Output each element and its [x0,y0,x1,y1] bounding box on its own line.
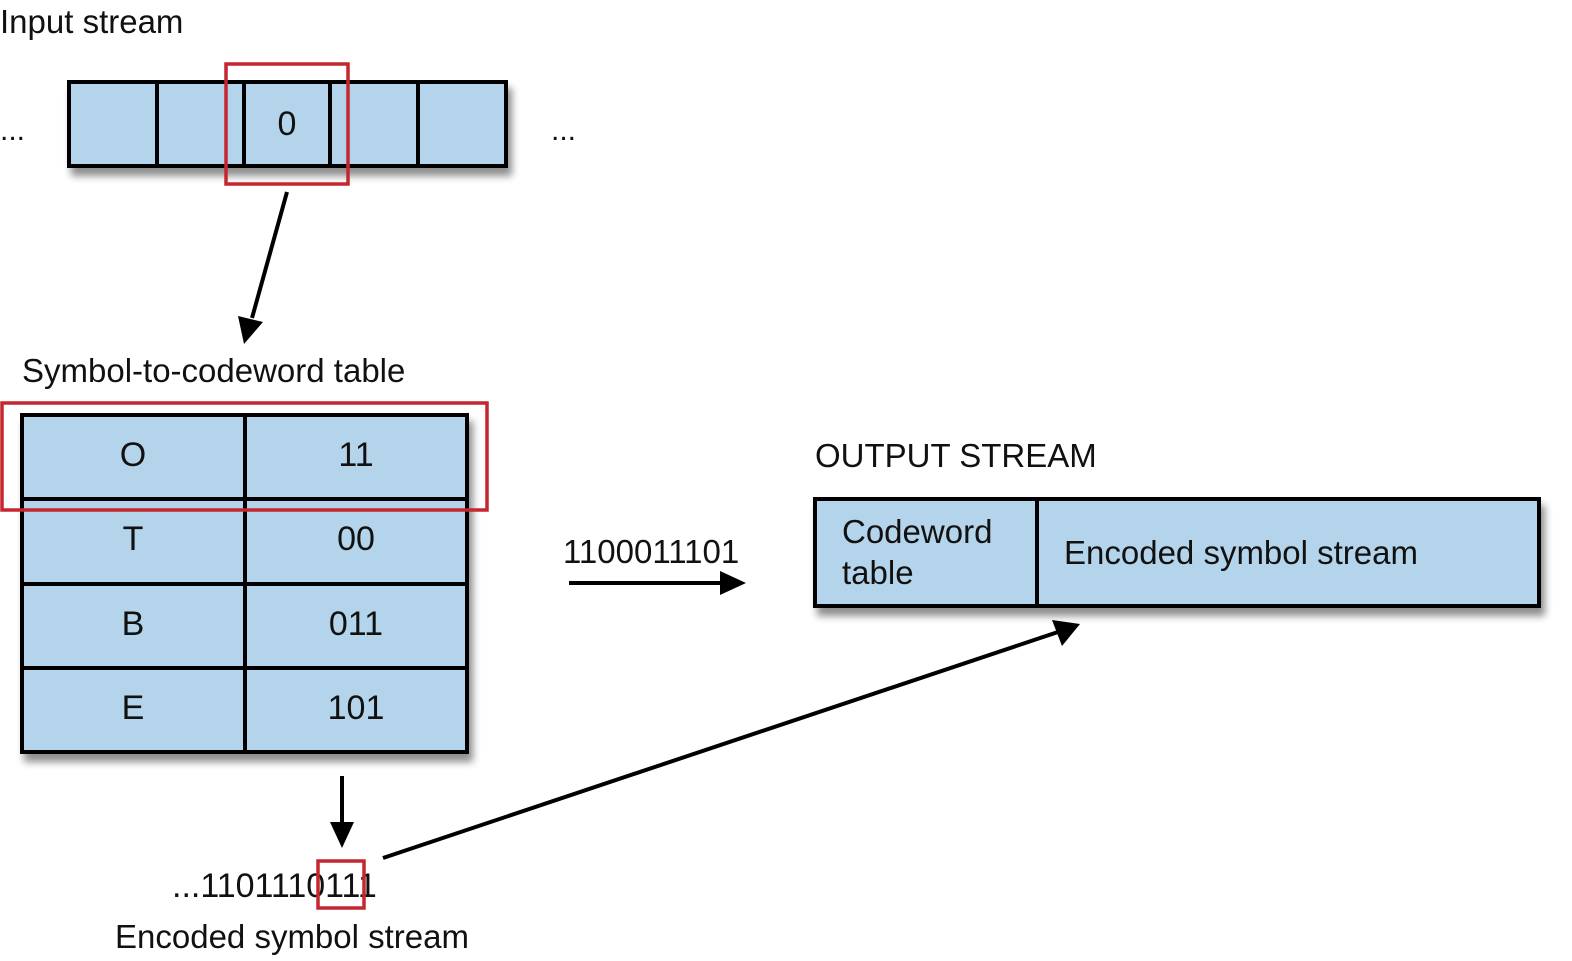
table-codeword: 11 [338,436,373,474]
input-cell [242,80,332,168]
codeword-bits: 1100011101 [563,533,739,570]
output-encoded-symbol-stream: Encoded symbol stream [1064,534,1418,571]
table-row: O 11 [120,436,374,474]
input-stream-cells [67,80,508,168]
table-symbol: E [122,689,145,727]
symbol-table-section: Symbol-to-codeword table O 11 T 00 B 011… [0,352,489,754]
input-stream-title: Input stream [0,3,183,40]
output-stream-section: OUTPUT STREAM Codeword table Encoded sym… [813,437,1541,608]
table-codeword: 101 [328,689,385,727]
table-symbol: T [123,520,144,558]
table-symbol: O [120,436,146,474]
input-cell [416,80,508,168]
output-codeword-table-line2: table [842,554,914,591]
arrow-encoded-to-output [382,620,1080,860]
output-stream-title: OUTPUT STREAM [815,437,1097,474]
arrow-table-to-encoded [330,776,354,848]
encoded-stream-caption: Encoded symbol stream [115,918,469,955]
input-cell [67,80,159,168]
input-ellipsis-right: ... [551,114,576,147]
arrow-input-to-table [238,191,289,344]
encoded-highlight-box [316,859,366,910]
input-ellipsis-left: ... [0,114,25,147]
table-symbol: B [122,605,145,643]
input-cell [328,80,420,168]
arrow-head [720,571,746,595]
encoded-highlighted-bits: 11 [342,867,377,905]
input-highlight-box [224,62,350,186]
table-row: B 011 [122,605,383,643]
encoded-stream-section: ...1101110111 Encoded symbol stream [115,859,469,955]
output-codeword-table-line1: Codeword [842,513,992,550]
table-row: T 00 [123,520,375,558]
table-row: E 101 [122,689,385,727]
input-cell [155,80,246,168]
symbol-table-title: Symbol-to-codeword table [22,352,405,389]
input-cell-text: 0 [278,105,297,143]
input-stream-section: Input stream ... ... 0 [0,3,576,186]
codeword-transfer: 1100011101 [563,533,746,595]
symbol-table [20,413,469,754]
table-codeword: 011 [329,605,383,643]
table-codeword: 00 [337,520,375,558]
output-stream-box [813,497,1541,608]
encoded-stream-bits: ...1101110111 [172,867,377,905]
table-highlight-box [0,401,489,512]
encoded-prefix: ...11011101 [172,867,343,905]
